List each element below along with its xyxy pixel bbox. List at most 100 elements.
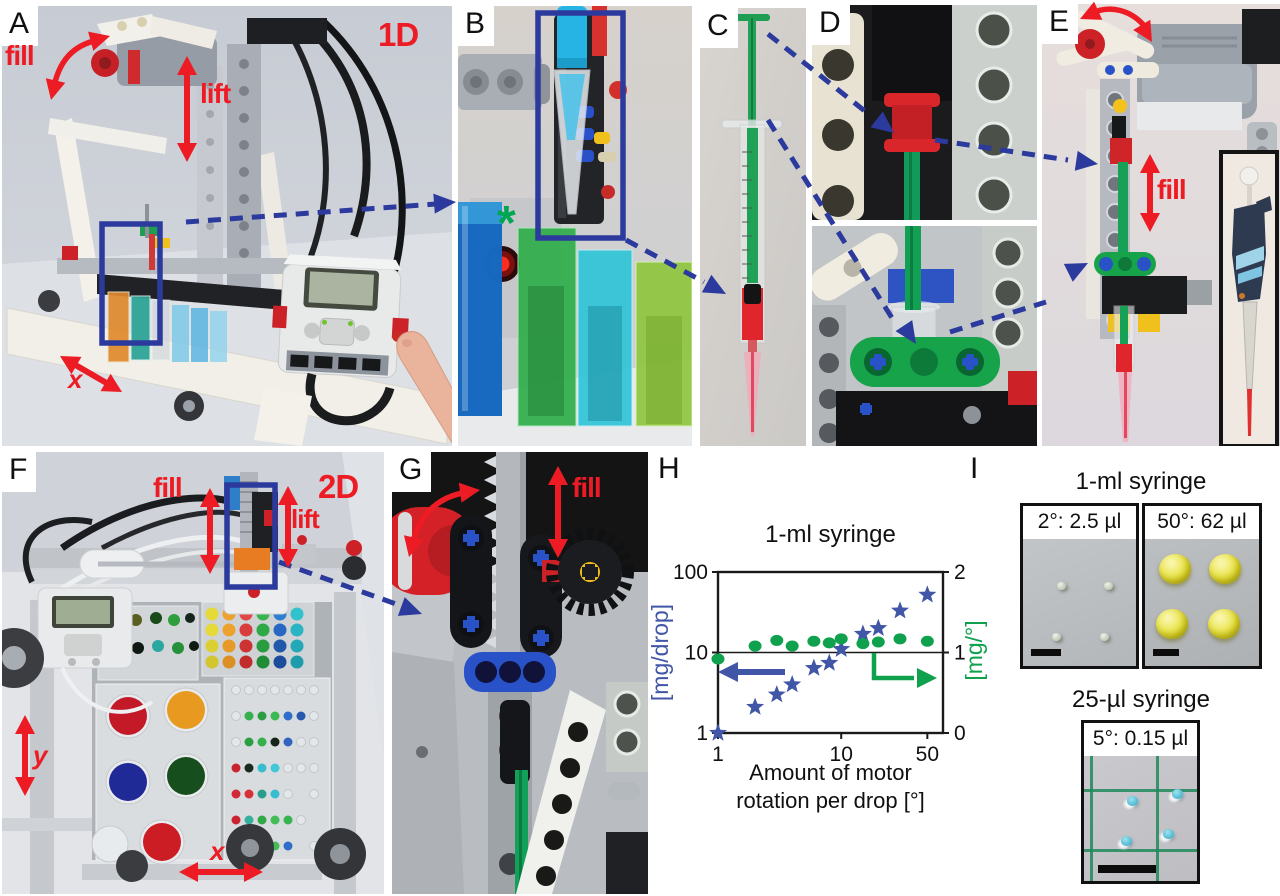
panel-letter-b: B [458,6,495,46]
left-axis-label: [mg/drop] [648,604,673,701]
label-x-a: x [68,364,83,394]
photo-frame-2deg: 2°: 2.5 µl [1020,503,1139,669]
x-axis-label: rotation per drop [°] [736,788,925,813]
droplet [1126,796,1138,806]
side-wall [342,452,384,762]
caption-2deg: 2°: 2.5 µl [1023,506,1136,537]
left-axis-arrow-head [718,662,738,682]
chart-title: 1-ml syringe [765,521,896,548]
photo-50deg-droplets [1145,539,1259,666]
grid-line [1084,848,1197,852]
dot-marker [785,640,799,652]
label-lift-a: lift [200,78,231,109]
star-marker [709,723,727,741]
dot-marker [822,637,836,649]
photo-5deg-droplets [1084,756,1197,881]
panel-i-droplet-photos: 1-ml syringe 2°: 2.5 µl 50°: 62 µl 25-µl… [960,450,1280,896]
paper-sheet [254,388,312,446]
real-pipette-inset [1219,150,1279,446]
grid-line [1156,756,1160,881]
dot-marker [711,653,725,665]
grid-line [1089,756,1093,881]
caption-5deg: 5°: 0.15 µl [1084,723,1197,754]
scale-bar [1031,649,1061,656]
photo-2deg-droplets [1023,539,1136,666]
dot-marker [807,635,821,647]
syringe-1ml [721,14,783,436]
dot-marker [856,638,870,650]
label-1d: 1D [378,16,419,53]
panel-letter-i: I [970,452,979,485]
gray-housing [392,652,464,894]
star-marker [869,618,888,636]
black-link-beams [450,514,562,658]
label-x-f: x [210,836,225,866]
star-marker [820,653,839,671]
gray-housing-top [392,572,462,662]
96-well-plate [231,685,319,851]
cable-loop [305,372,395,426]
star-marker [783,675,802,693]
lower-beams [488,682,648,894]
hand-pressing-button [392,330,452,444]
right-axis-label: [mg/°] [961,620,987,680]
label-fill-a: fill [5,40,35,71]
cuvettes [458,202,692,427]
label-lift-f: lift [291,504,320,534]
star-marker [853,624,872,642]
label-2d: 2D [318,468,359,505]
star-marker [804,658,823,676]
panel-letter-f: F [2,452,37,492]
right-tick-label: 2 [954,561,966,584]
droplet [1172,788,1184,799]
star-marker [891,601,909,619]
left-tick-label: 10 [685,642,708,665]
dot-marker [770,634,784,646]
droplet [1208,554,1241,585]
ev3-brick [22,517,154,714]
star-marker [746,697,765,715]
photo-gap [812,220,1037,226]
panel-f-photo-2d-robot [2,452,384,894]
label-fill-g: fill [572,472,602,503]
x-tick-label: 1 [712,743,724,766]
panel-d-photos-plunger-clamp [812,5,1037,446]
panel-g-illustration [392,452,648,894]
panel-d-illustration [812,5,1037,446]
scale-bar [1153,649,1179,656]
label-fill-f: fill [153,472,183,503]
panel-c-illustration [700,8,806,446]
left-tick-label: 100 [673,561,708,584]
dot-marker [834,633,848,645]
grid-line [1084,788,1197,792]
left-tick-label: 1 [696,722,708,745]
blue-beam-holes [475,661,545,683]
syringe1-title: 1-ml syringe [1075,468,1207,495]
right-tick-label: 0 [954,722,966,745]
droplet [1163,828,1175,839]
right-axis-arrow-head [917,668,937,688]
droplet [1121,836,1133,846]
droplet [1156,608,1189,639]
panel-letter-a: A [2,6,39,46]
panel-letter-c: C [700,8,738,48]
panel-e-illustration [1042,4,1280,446]
dot-marker [893,633,907,645]
caption-50deg: 50°: 62 µl [1145,506,1259,537]
droplet [1207,608,1240,639]
droplet [1052,632,1062,641]
right-tick-label: 1 [954,642,966,665]
photo-frame-50deg: 50°: 62 µl [1142,503,1262,669]
label-y-f: y [33,740,48,770]
star-marker [832,639,851,657]
panel-letter-h: H [658,452,680,485]
panel-b-illustration [458,6,692,446]
big-well-plate [91,687,209,865]
panel-b-photo-pipette-cuvettes [458,6,692,446]
panel-g-photo-fill-mechanism [392,452,648,894]
blue-axle-pins [870,354,978,370]
dot-marker [748,640,762,652]
